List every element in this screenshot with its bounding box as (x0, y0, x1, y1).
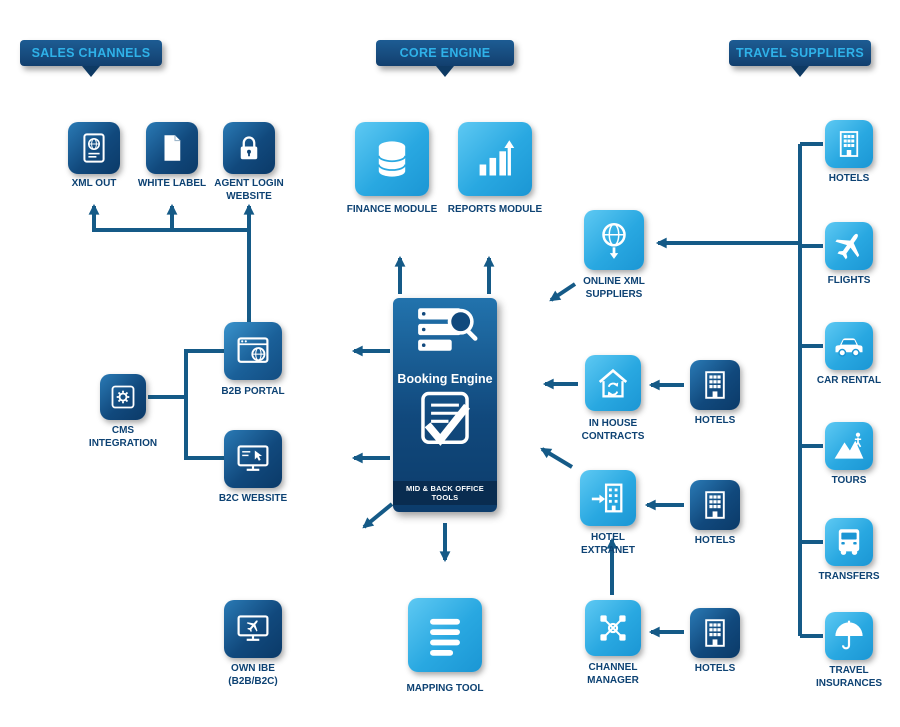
node-agent-login (223, 122, 275, 174)
node-b2b-portal (224, 322, 282, 380)
node-label-hotels-extranet: HOTELS (694, 535, 736, 546)
database-icon (370, 137, 414, 181)
monitor-plane-icon (235, 611, 271, 647)
node-label-tours: TOURS (831, 475, 867, 486)
header-core-engine-label: CORE ENGINE (399, 46, 491, 60)
node-hotels-channel (690, 608, 740, 658)
building-icon (699, 489, 731, 521)
node-label-online-xml-suppliers: ONLINE XML SUPPLIERS (583, 276, 645, 300)
server-search-icon (412, 306, 478, 367)
browser-globe-icon (235, 333, 271, 369)
node-channel-manager (585, 600, 641, 656)
node-car-rental (825, 322, 873, 370)
node-label-own-ibe: OWN IBE (B2B/B2C) (228, 663, 278, 687)
bar-chart-icon (473, 137, 517, 181)
node-xml-out (68, 122, 120, 174)
node-label-transfers: TRANSFERS (818, 571, 880, 582)
node-travel-insurances (825, 612, 873, 660)
plane-icon (832, 229, 866, 263)
header-sales-channels-label: SALES CHANNELS (31, 46, 151, 60)
node-label-travel-insurances: TRAVEL INSURANCES (815, 665, 883, 689)
header-travel-suppliers-label: TRAVEL SUPPLIERS (736, 46, 864, 60)
node-label-white-label: WHITE LABEL (137, 178, 207, 189)
node-label-hotels-channel: HOTELS (694, 663, 736, 674)
node-label-channel-manager: CHANNEL MANAGER (587, 662, 639, 686)
bus-icon (832, 525, 866, 559)
node-label-agent-login: AGENT LOGIN WEBSITE (214, 178, 284, 202)
node-label-xml-out: XML OUT (71, 178, 117, 189)
document-icon (157, 133, 187, 163)
house-sync-icon (594, 364, 632, 402)
node-tours (825, 422, 873, 470)
node-flights (825, 222, 873, 270)
booking-engine-panel: Booking Engine MID & BACK OFFICE TOOLS (393, 298, 497, 512)
node-label-car-rental: CAR RENTAL (816, 375, 882, 386)
node-label-b2b-portal: B2B PORTAL (221, 386, 285, 397)
building-icon (699, 369, 731, 401)
building-icon (699, 617, 731, 649)
booking-engine-footer: MID & BACK OFFICE TOOLS (393, 481, 497, 505)
node-mapping-tool (408, 598, 482, 672)
building-login-icon (589, 479, 627, 517)
gear-box-icon (109, 383, 137, 411)
node-label-hotels-supplier: HOTELS (828, 173, 870, 184)
padlock-icon (234, 133, 264, 163)
header-travel-suppliers: TRAVEL SUPPLIERS (729, 40, 871, 66)
node-label-finance-module: FINANCE MODULE (346, 204, 438, 215)
node-own-ibe (224, 600, 282, 658)
umbrella-icon (832, 619, 866, 653)
building-icon (834, 129, 864, 159)
node-hotel-extranet (580, 470, 636, 526)
node-online-xml-suppliers (584, 210, 644, 270)
node-cms-integration (100, 374, 146, 420)
car-icon (831, 328, 867, 364)
node-label-flights: FLIGHTS (827, 275, 871, 286)
monitor-cursor-icon (235, 441, 271, 477)
node-b2c-website (224, 430, 282, 488)
node-label-hotel-extranet: HOTEL EXTRANET (581, 532, 635, 556)
list-icon (422, 612, 468, 658)
globe-download-icon (593, 219, 635, 261)
mountain-hiker-icon (831, 428, 867, 464)
node-in-house-contracts (585, 355, 641, 411)
node-finance-module (355, 122, 429, 196)
node-white-label (146, 122, 198, 174)
node-hotels-contracts (690, 360, 740, 410)
header-sales-channels: SALES CHANNELS (20, 40, 162, 66)
node-label-mapping-tool: MAPPING TOOL (406, 683, 484, 694)
node-label-hotels-contracts: HOTELS (694, 415, 736, 426)
node-label-in-house-contracts: IN HOUSE CONTRACTS (581, 418, 645, 442)
node-label-cms-integration: CMS INTEGRATION (88, 425, 158, 449)
network-hub-icon (595, 610, 631, 646)
check-document-icon (416, 390, 474, 453)
booking-engine-title: Booking Engine (397, 372, 493, 386)
node-label-reports-module: REPORTS MODULE (447, 204, 543, 215)
node-label-b2c-website: B2C WEBSITE (218, 493, 288, 504)
passport-globe-icon (78, 132, 110, 164)
node-hotels-supplier (825, 120, 873, 168)
header-core-engine: CORE ENGINE (376, 40, 514, 66)
node-transfers (825, 518, 873, 566)
node-hotels-extranet (690, 480, 740, 530)
node-reports-module (458, 122, 532, 196)
